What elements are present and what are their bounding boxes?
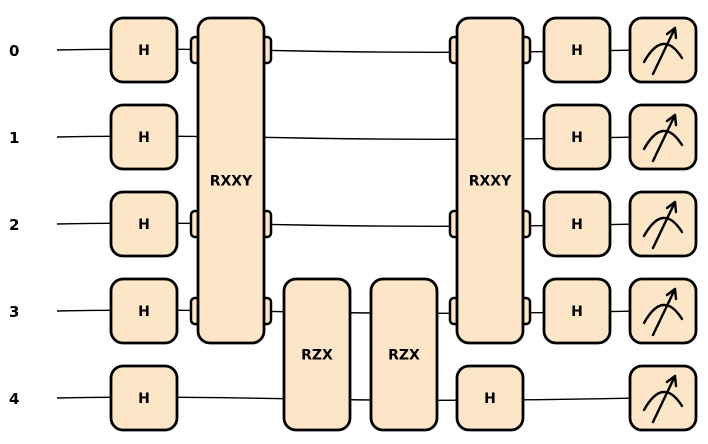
gate-box xyxy=(109,190,179,258)
meter-needle xyxy=(651,374,678,424)
gate-label: H xyxy=(138,217,150,233)
gate-box xyxy=(542,103,612,171)
gate-label: H xyxy=(138,391,150,407)
gate-box xyxy=(455,364,525,432)
gate-rzx: RZX xyxy=(282,277,352,432)
gate-rxxy: RXXY xyxy=(189,16,273,345)
wire-label-4: 4 xyxy=(9,390,19,408)
gate-box xyxy=(628,277,698,345)
measurement-meter-icon xyxy=(642,287,684,337)
meter-needle xyxy=(651,200,678,250)
meter-arc xyxy=(642,42,684,64)
measurement-meter-icon xyxy=(642,374,684,424)
gate-label: H xyxy=(571,217,583,233)
gate-box xyxy=(282,277,352,432)
gate-rzx: RZX xyxy=(369,277,439,432)
gate-h: H xyxy=(109,277,179,345)
gate-h: H xyxy=(109,16,179,84)
meter-arc xyxy=(642,303,684,325)
gate-rxxy: RXXY xyxy=(448,16,532,345)
gate-label: RZX xyxy=(388,348,420,364)
meter-arc xyxy=(642,129,684,151)
gate-box xyxy=(628,103,698,171)
gate-box xyxy=(109,103,179,171)
gate-box xyxy=(196,16,266,345)
wire-label-3: 3 xyxy=(9,303,19,321)
wire-label-0: 0 xyxy=(9,42,19,60)
measurement-meter-icon xyxy=(642,26,684,76)
gate-box xyxy=(455,16,525,345)
gate-box xyxy=(542,277,612,345)
gate-box xyxy=(109,16,179,84)
gate-h: H xyxy=(109,190,179,258)
gate-h: H xyxy=(109,364,179,432)
measurement-meter-icon xyxy=(642,113,684,163)
gate-label: H xyxy=(571,43,583,59)
gate-label: RZX xyxy=(301,348,333,364)
gate-label: H xyxy=(484,391,496,407)
gate-label: H xyxy=(138,43,150,59)
gate-h: H xyxy=(542,16,612,84)
gate-label: H xyxy=(138,304,150,320)
measurement-gate xyxy=(628,364,698,432)
gate-label: H xyxy=(138,130,150,146)
gate-box xyxy=(628,16,698,84)
gate-h: H xyxy=(542,190,612,258)
gate-label: RXXY xyxy=(210,174,253,190)
gate-label: H xyxy=(571,304,583,320)
measurement-gate xyxy=(628,277,698,345)
meter-needle xyxy=(651,113,678,163)
meter-arc xyxy=(642,216,684,238)
gate-label: H xyxy=(571,130,583,146)
gate-box xyxy=(542,16,612,84)
gate-h: H xyxy=(455,364,525,432)
wire-label-2: 2 xyxy=(9,216,19,234)
wire-label-1: 1 xyxy=(9,129,19,147)
gate-box xyxy=(369,277,439,432)
gate-box xyxy=(542,190,612,258)
meter-arc xyxy=(642,390,684,412)
gate-box xyxy=(109,277,179,345)
gate-label: RXXY xyxy=(469,174,512,190)
gate-h: H xyxy=(542,277,612,345)
gate-h: H xyxy=(542,103,612,171)
gate-box xyxy=(109,364,179,432)
measurement-gate xyxy=(628,190,698,258)
measurement-meter-icon xyxy=(642,200,684,250)
meter-needle xyxy=(651,26,678,76)
gate-h: H xyxy=(109,103,179,171)
measurement-gate xyxy=(628,16,698,84)
meter-needle xyxy=(651,287,678,337)
gate-box xyxy=(628,190,698,258)
measurement-gate xyxy=(628,103,698,171)
gate-box xyxy=(628,364,698,432)
